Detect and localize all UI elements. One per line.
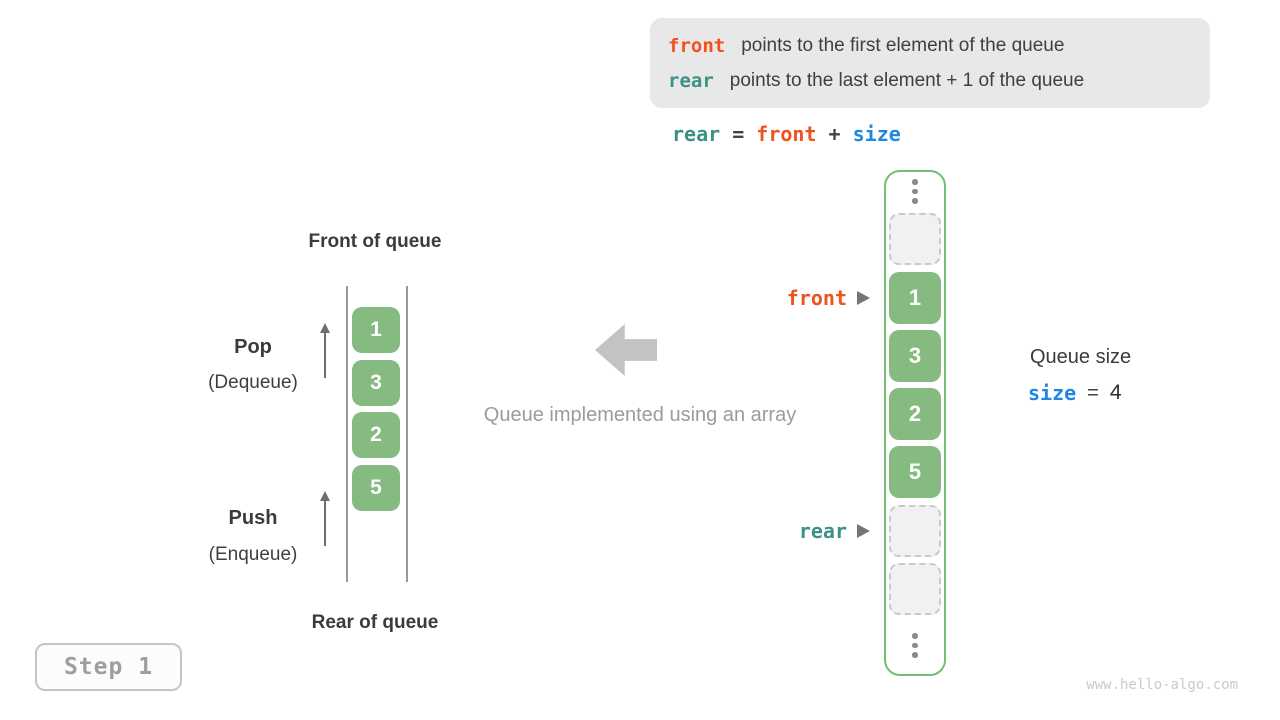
formula-rear-token: rear [672, 122, 721, 146]
front-of-queue-label: Front of queue [308, 231, 442, 252]
queue-element: 2 [352, 412, 400, 458]
array-cell: 2 [889, 388, 941, 440]
array-cell: 3 [889, 330, 941, 382]
queue-size-value-line: size = 4 [1028, 381, 1122, 405]
front-explanation-line: front points to the first element of the… [668, 28, 1210, 63]
array-cell-empty [889, 505, 941, 557]
rear-explanation-text: points to the last element + 1 of the qu… [729, 69, 1085, 91]
push-label: Push [228, 507, 278, 529]
rear-pointer-label: rear [798, 519, 847, 543]
queue-channel-left-line [346, 286, 348, 582]
front-explanation-text: points to the first element of the queue [741, 34, 1065, 56]
queue-element: 1 [352, 307, 400, 353]
watermark: www.hello-algo.com [1086, 677, 1238, 693]
array-cell-empty [889, 213, 941, 265]
pop-up-arrow-icon [319, 323, 330, 378]
queue-element: 3 [352, 360, 400, 406]
rear-explanation-line: rear points to the last element + 1 of t… [668, 63, 1210, 98]
front-code-token: front [668, 34, 726, 57]
ellipsis-bottom-icon [912, 633, 918, 658]
step-badge: Step 1 [35, 643, 182, 691]
rear-pointer-arrow-icon [857, 524, 870, 538]
size-equals-sign: = [1087, 381, 1099, 404]
diagram-caption: Queue implemented using an array [483, 404, 797, 426]
left-block-arrow-icon [595, 324, 657, 376]
array-cell: 5 [889, 446, 941, 498]
rear-of-queue-label: Rear of queue [311, 612, 439, 633]
front-pointer-label: front [786, 286, 847, 310]
size-value: 4 [1109, 381, 1122, 404]
pointer-explanation-box: front points to the first element of the… [650, 18, 1210, 108]
rear-formula: rear = front + size [672, 122, 901, 146]
rear-code-token: rear [668, 69, 714, 92]
pop-label: Pop [234, 336, 272, 358]
front-pointer: front [700, 284, 870, 312]
front-pointer-arrow-icon [857, 291, 870, 305]
array-cell: 1 [889, 272, 941, 324]
formula-plus-token: + [816, 122, 853, 146]
formula-size-token: size [852, 122, 901, 146]
queue-element: 5 [352, 465, 400, 511]
queue-channel-right-line [406, 286, 408, 582]
rear-pointer: rear [700, 517, 870, 545]
formula-equals-token: = [720, 122, 757, 146]
enqueue-label: (Enqueue) [208, 544, 298, 565]
array-cell-empty [889, 563, 941, 615]
dequeue-label: (Dequeue) [208, 372, 298, 393]
queue-size-label: Queue size [1030, 346, 1132, 368]
push-up-arrow-icon [319, 491, 330, 546]
size-code-token: size [1028, 381, 1077, 405]
ellipsis-top-icon [912, 179, 918, 204]
formula-front-token: front [756, 122, 817, 146]
